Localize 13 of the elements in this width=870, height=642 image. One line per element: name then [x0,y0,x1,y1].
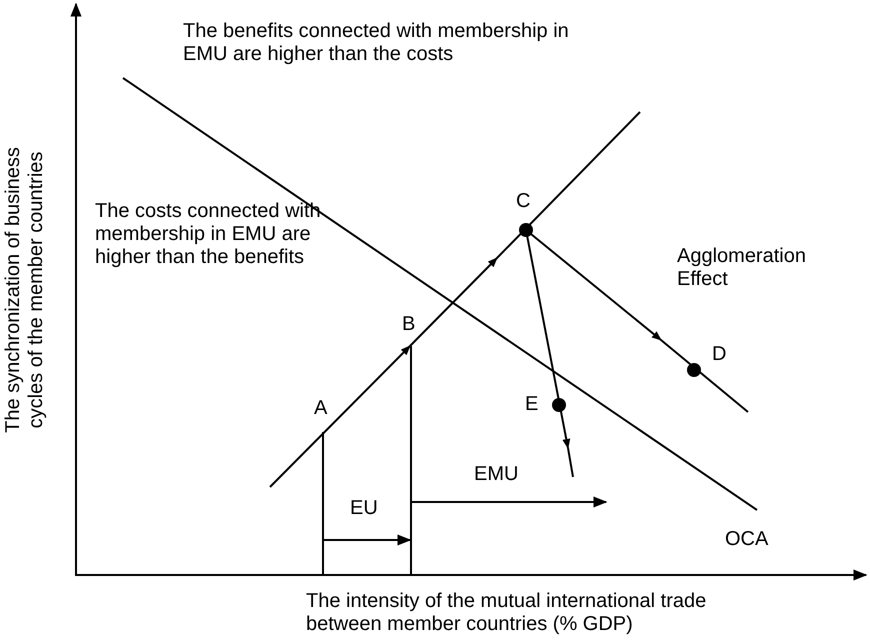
arrow-label: EU [350,497,378,520]
curve-label: OCA [725,528,768,551]
arrow-label: EMU [474,463,518,486]
y-axis-title: The synchronization of business cycles of the member countries [2,146,48,435]
region-note: The benefits connected with membership in EMU are higher than the costs [183,20,570,66]
x-axis-title: The intensity of the mutual international trade between member countries (% GDP) [306,590,708,636]
effect-label: Agglomeration Effect [677,245,807,291]
point-label: E [525,393,538,416]
point-label: B [402,313,416,336]
region-note: The costs connected with membership in EMU are higher than the benefits [95,200,322,269]
point-label: C [516,190,530,213]
point-label: D [712,343,726,366]
point-label: A [314,397,328,420]
